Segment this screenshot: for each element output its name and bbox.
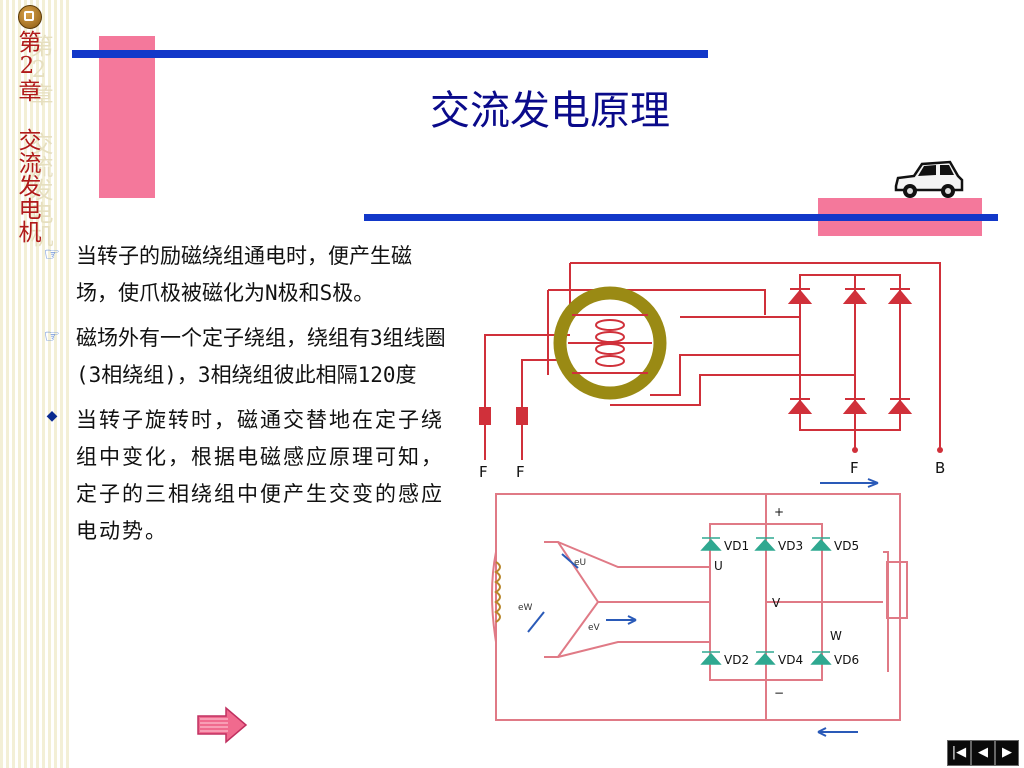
alternator-circuit-diagram: F F F B [479,262,945,488]
bullet-item: ◆ 当转子旋转时，磁通交替地在定子绕组中变化，根据电磁感应原理可知，定子的三相绕… [30,402,450,550]
pointing-hand-icon: ☞ [43,326,61,347]
blue-line-top [72,50,708,58]
bullet-list: ☞ 当转子的励磁绕组通电时，便产生磁场，使爪极被磁化为N极和S极。 ☞ 磁场外有… [30,238,450,558]
diode-label-vd4: VD4 [778,653,803,667]
terminal-label-b: B [935,459,945,477]
diode-label-vd2: VD2 [724,653,749,667]
terminal-label-f2: F [516,463,525,481]
bullet-text: 磁场外有一个定子绕组，绕组有3组线圈(3相绕组)，3相绕组彼此相隔120度 [76,326,446,387]
next-slide-icon[interactable]: ▶ [995,740,1019,766]
phase-label-v: V [772,596,781,610]
car-icon [894,160,964,198]
diode-label-vd5: VD5 [834,539,859,553]
bullet-item: ☞ 磁场外有一个定子绕组，绕组有3组线圈(3相绕组)，3相绕组彼此相隔120度 [30,320,450,394]
three-phase-rectifier-diagram: + − VD1 VD3 VD5 VD2 VD4 VD6 U V W RL eU … [491,493,908,737]
phase-label-u: U [714,559,723,573]
polarity-minus: − [774,686,784,700]
first-slide-icon[interactable]: |◀ [947,740,971,766]
side-decor-strip [0,0,72,768]
slide-title: 交流发电原理 [430,88,670,134]
terminal-label-f3: F [850,459,859,477]
next-arrow-button[interactable] [196,706,248,744]
chapter-title-shadow: 第2章 交流发电机 [26,34,52,247]
pointing-hand-icon: ☞ [43,244,61,265]
terminal-label-f1: F [479,463,488,481]
emf-label-ev: eV [588,623,601,633]
emf-label-eu: eU [574,558,586,568]
blue-line-mid [364,214,998,221]
chapter-title: 第2章 交流发电机 [14,30,40,243]
diode-label-vd3: VD3 [778,539,803,553]
emf-label-ew: eW [518,603,533,613]
diamond-icon: ◆ [46,408,58,424]
prev-slide-icon[interactable]: ◀ [971,740,995,766]
bullet-text: 当转子的励磁绕组通电时，便产生磁场，使爪极被磁化为N极和S极。 [76,244,412,305]
diode-label-vd1: VD1 [724,539,749,553]
bullet-item: ☞ 当转子的励磁绕组通电时，便产生磁场，使爪极被磁化为N极和S极。 [30,238,450,312]
polarity-plus: + [774,505,784,519]
bullet-text: 当转子旋转时，磁通交替地在定子绕组中变化，根据电磁感应原理可知，定子的三相绕组中… [76,408,444,543]
diode-label-vd6: VD6 [834,653,859,667]
pink-bar-left [99,36,155,198]
phase-label-w: W [830,629,842,643]
chapter-badge-icon [18,5,42,29]
